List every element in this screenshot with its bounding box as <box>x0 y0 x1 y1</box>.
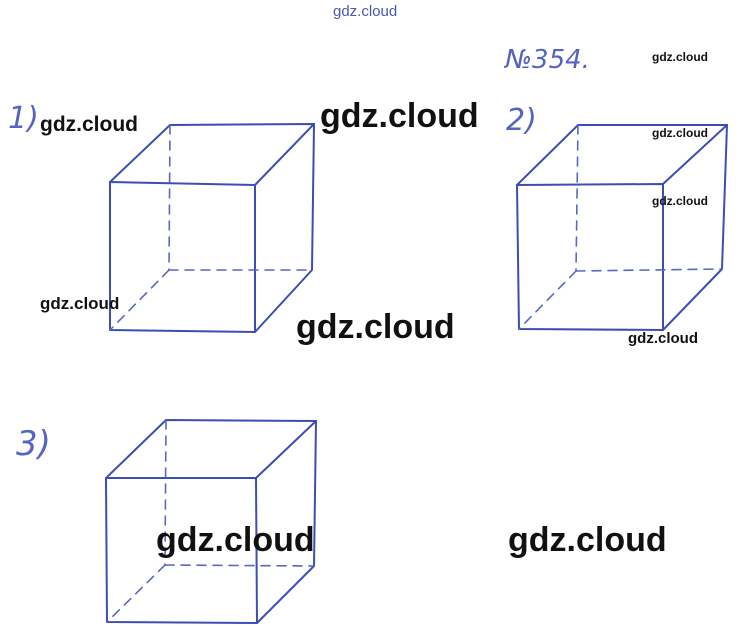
watermark-cube1-right: gdz.cloud <box>320 97 479 135</box>
watermark-cube2-right-2: gdz.cloud <box>652 194 708 208</box>
cube-2-hidden-horizontal <box>575 268 723 272</box>
watermark-cube3-center: gdz.cloud <box>156 521 315 559</box>
cube-3 <box>105 419 317 624</box>
cube-3-hidden-vertical <box>164 419 167 566</box>
cube-2-top-edges <box>516 124 728 186</box>
cube-1-hidden-diagonal <box>109 269 170 331</box>
watermark-bottom-right: gdz.cloud <box>508 521 667 559</box>
watermark-cube2-top: gdz.cloud <box>652 50 708 64</box>
cube-2-hidden-vertical <box>575 124 579 272</box>
label-three: 3) <box>16 424 51 464</box>
watermark-cube1-bottom-right: gdz.cloud <box>296 308 455 346</box>
watermark-cube1-left: gdz.cloud <box>40 113 138 136</box>
cube-3-hidden-diagonal <box>106 564 166 623</box>
cube-2 <box>516 124 728 331</box>
label-two: 2) <box>506 103 537 138</box>
watermark-cube2-right-1: gdz.cloud <box>652 126 708 140</box>
problem-number: №354. <box>503 45 590 75</box>
label-one: 1) <box>8 101 39 136</box>
watermark-cube1-bottom-left: gdz.cloud <box>40 294 120 313</box>
watermark-top: gdz.cloud <box>333 3 398 20</box>
cube-1-hidden-vertical <box>168 124 171 271</box>
cube-1-front-face <box>109 181 256 333</box>
watermark-cube2-bottom: gdz.cloud <box>628 330 698 347</box>
cube-2-hidden-diagonal <box>518 270 577 330</box>
cube-3-top-edges <box>105 419 317 479</box>
cube-1 <box>109 123 315 333</box>
cube-3-hidden-horizontal <box>164 564 315 567</box>
cube-1-top-edges <box>109 123 315 186</box>
cube-1-right-edges <box>254 123 315 333</box>
